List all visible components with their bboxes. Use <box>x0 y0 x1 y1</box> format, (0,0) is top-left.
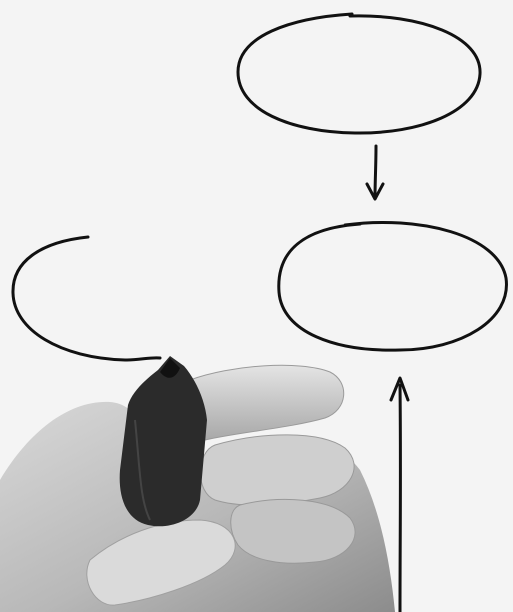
marker-pen <box>120 356 207 526</box>
down-arrow <box>367 146 383 199</box>
top-oval <box>238 14 480 133</box>
middle-right-oval <box>279 222 507 350</box>
left-open-oval <box>13 237 160 360</box>
up-arrow <box>391 378 408 612</box>
